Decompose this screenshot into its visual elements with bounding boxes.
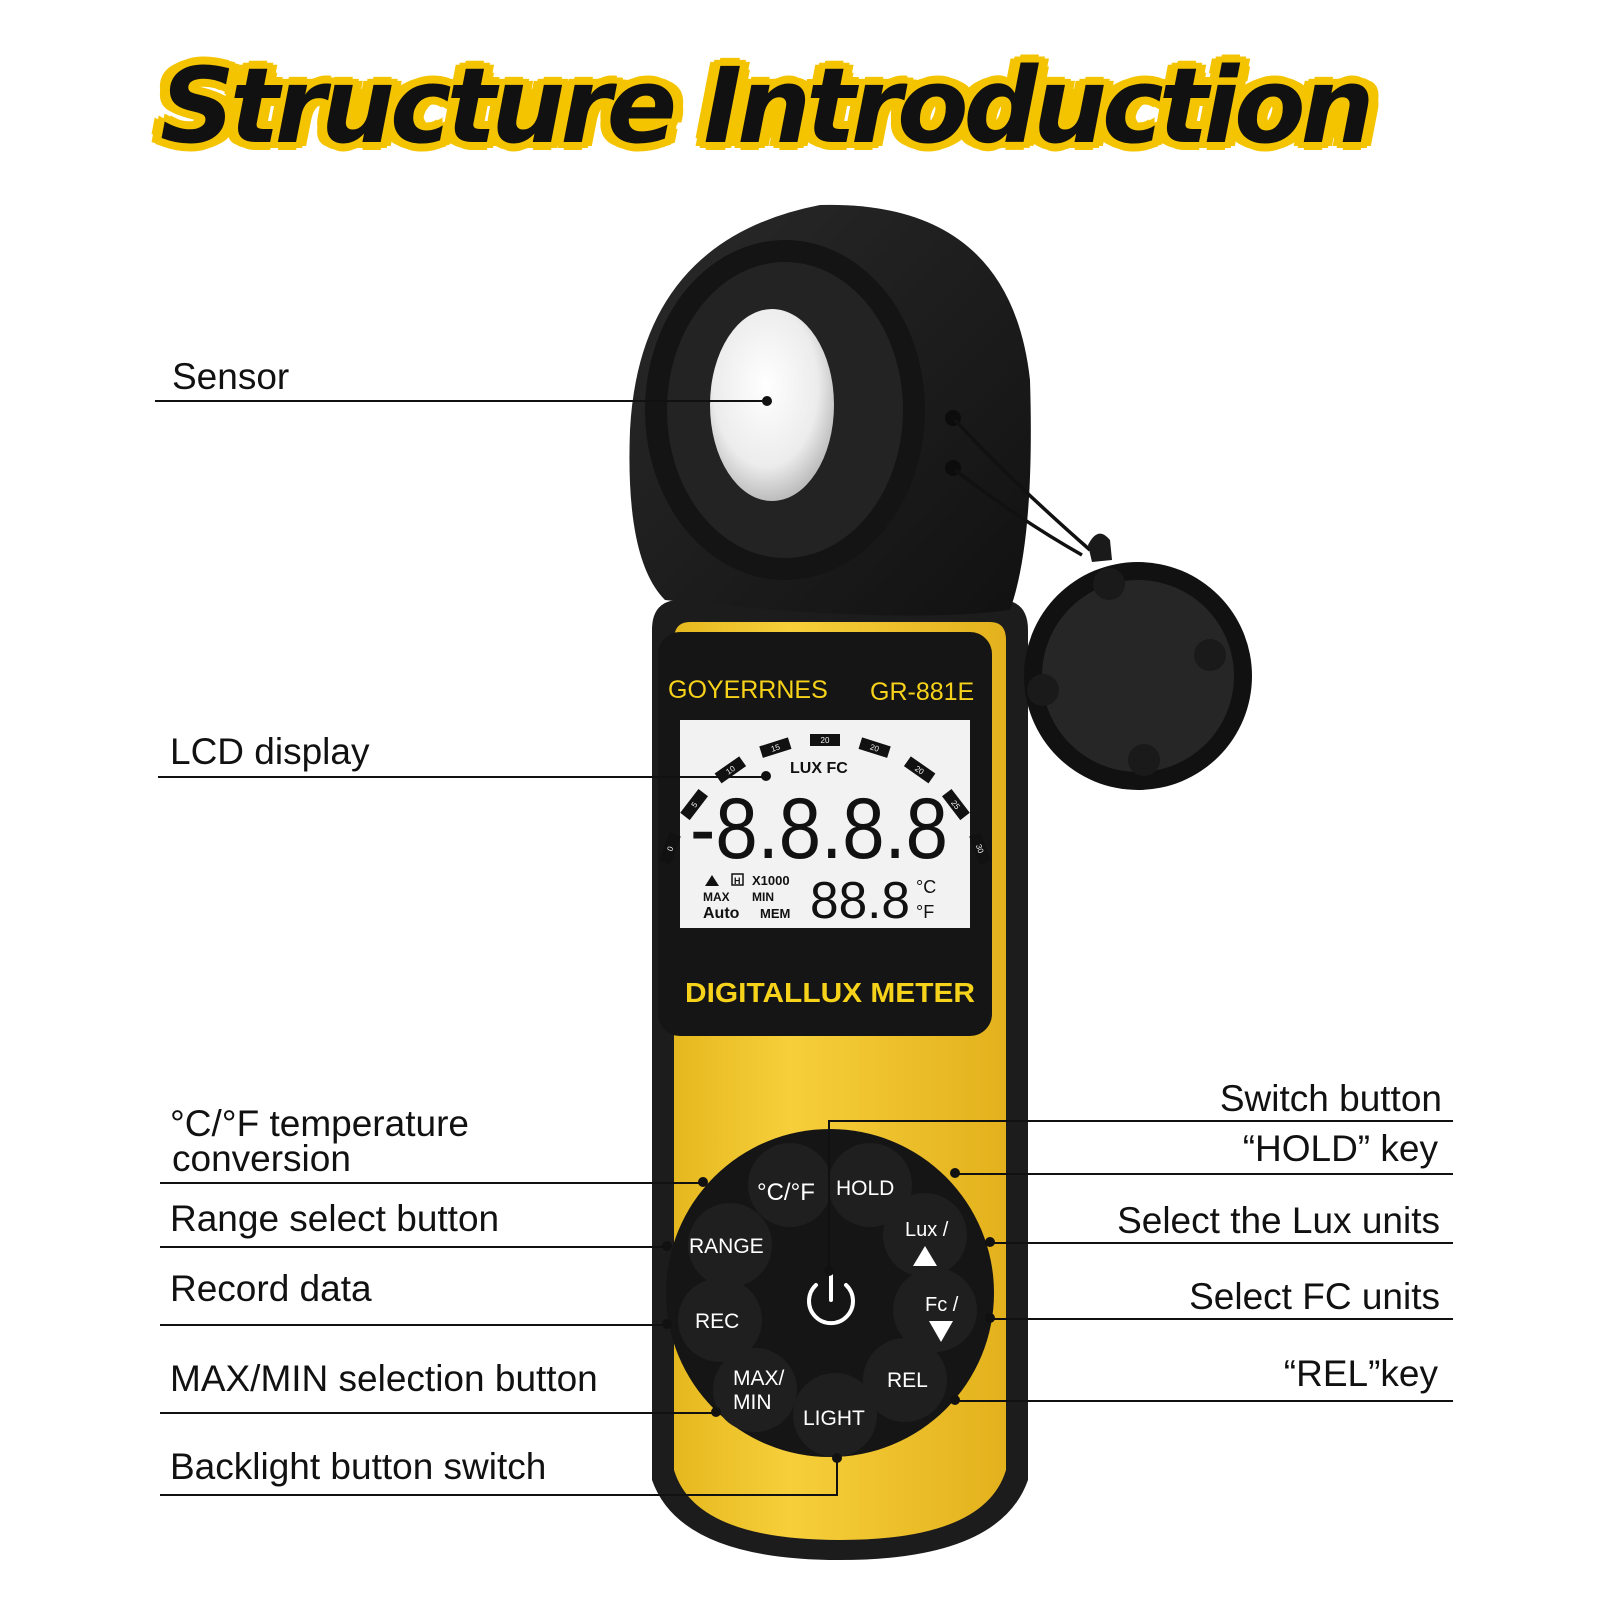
power-icon (807, 1273, 855, 1326)
leader-backlight (160, 1494, 838, 1496)
leader-switch-button (828, 1120, 1453, 1122)
callout-lux-units: Select the Lux units (1117, 1200, 1440, 1241)
callout-temp-conversion-line1: °C/°F temperature (170, 1103, 469, 1144)
callout-temp-conversion-line2: conversion (172, 1138, 351, 1179)
leader-lux-units (990, 1242, 1453, 1244)
sensor-dome (710, 309, 834, 501)
anchor-backlight (832, 1453, 842, 1463)
lcd-hold-icon-letter: H (734, 876, 741, 886)
callout-range-select: Range select button (170, 1198, 500, 1239)
key-light: LIGHT (803, 1407, 865, 1430)
key-max-min-bottom: MIN (733, 1391, 772, 1414)
anchor-hold-key (950, 1168, 960, 1178)
anchor-sensor (762, 396, 772, 406)
lcd-scale-tick-label: 20 (869, 742, 881, 753)
leader-rel-key (955, 1400, 1453, 1402)
callout-switch-button: Switch button (1219, 1078, 1442, 1119)
leader-fc-units (990, 1318, 1453, 1320)
anchor-switch-button (824, 1266, 834, 1276)
callout-backlight: Backlight button switch (170, 1446, 547, 1487)
lux-up-arrow-icon (913, 1246, 937, 1266)
lcd-celsius: °C (916, 877, 936, 897)
lcd-arrow-icon (705, 875, 719, 886)
anchor-record-data (662, 1319, 672, 1329)
lcd-scale-segment (659, 832, 681, 865)
lcd-screen (680, 720, 970, 928)
key-rec: REC (695, 1310, 739, 1333)
model-label: GR-881E (870, 678, 974, 706)
cap-grips (1027, 568, 1226, 776)
key-hold: HOLD (836, 1177, 894, 1200)
lcd-auto: Auto (703, 905, 740, 922)
leader-max-min (160, 1412, 716, 1414)
callout-lcd-display: LCD display (170, 731, 370, 772)
anchor-rel-key (950, 1395, 960, 1405)
key-range: RANGE (689, 1235, 764, 1258)
anchor-fc-units (985, 1313, 995, 1323)
lcd-scale-tick-label: 30 (974, 843, 986, 855)
lcd-max: MAX (703, 890, 730, 904)
fc-down-arrow-icon (929, 1321, 953, 1342)
key-max-min-top: MAX/ (733, 1367, 785, 1390)
leader-record-data (160, 1324, 666, 1326)
key-lux: Lux / (905, 1219, 949, 1241)
sensor-cap-inner (1042, 580, 1234, 772)
anchor-temp-conversion (698, 1177, 708, 1187)
page-title: Structure Introduction (160, 45, 1375, 167)
lcd-hold-icon (731, 873, 744, 886)
lcd-main-reading: -8.8.8.8 (690, 781, 948, 877)
lcd-mem: MEM (760, 906, 790, 921)
lcd-scale-segment (680, 789, 708, 821)
lcd-scale-segment (810, 734, 840, 746)
callout-fc-units: Select FC units (1189, 1276, 1440, 1317)
leader-sensor (155, 400, 770, 402)
callout-rel-key: “REL”key (1283, 1353, 1438, 1394)
key-rel: REL (887, 1369, 928, 1392)
product-name: DIGITALLUX METER (685, 977, 975, 1008)
lcd-scale-tick-label: 0 (665, 845, 675, 853)
callout-hold-key: “HOLD” key (1242, 1128, 1438, 1169)
lcd-fahrenheit: °F (916, 902, 934, 922)
leader-lcd-display (158, 776, 766, 778)
keypad-petals (678, 1143, 977, 1457)
callout-record-data: Record data (170, 1268, 372, 1309)
lcd-multiplier: X1000 (752, 873, 790, 888)
callout-max-min: MAX/MIN selection button (170, 1358, 598, 1399)
anchor-lcd-display (761, 771, 771, 781)
lcd-sub-reading: 88.8 (810, 872, 910, 930)
cap-lanyard (953, 418, 1092, 557)
lcd-scale-tick-label: 5 (690, 800, 700, 809)
lcd-scale-tick-label: 15 (770, 742, 782, 753)
lcd-scale-segment (759, 737, 792, 758)
anchor-range-select (662, 1241, 672, 1251)
leader-range-select (160, 1246, 666, 1248)
lcd-scale-segment (903, 756, 936, 784)
leader-hold-key (955, 1173, 1453, 1175)
lcd-scale-segment (969, 832, 991, 865)
leader-backlight-vertical (836, 1458, 838, 1496)
lcd-scale-tick-label: 20 (821, 736, 830, 745)
lcd-scale-segment (942, 789, 970, 821)
leader-temp-conversion (160, 1182, 702, 1184)
key-temp: °C/°F (757, 1179, 815, 1206)
leader-switch-button-vertical (828, 1120, 830, 1270)
cap-tab (1088, 533, 1112, 562)
lcd-scale-segment (858, 737, 891, 758)
key-fc: Fc / (925, 1294, 959, 1316)
brand-label: GOYERRNES (668, 676, 828, 704)
lcd-units-top: LUX FC (790, 760, 848, 777)
lcd-min: MIN (752, 890, 774, 904)
anchor-lux-units (985, 1237, 995, 1247)
anchor-max-min (711, 1407, 721, 1417)
callout-sensor: Sensor (172, 356, 290, 397)
